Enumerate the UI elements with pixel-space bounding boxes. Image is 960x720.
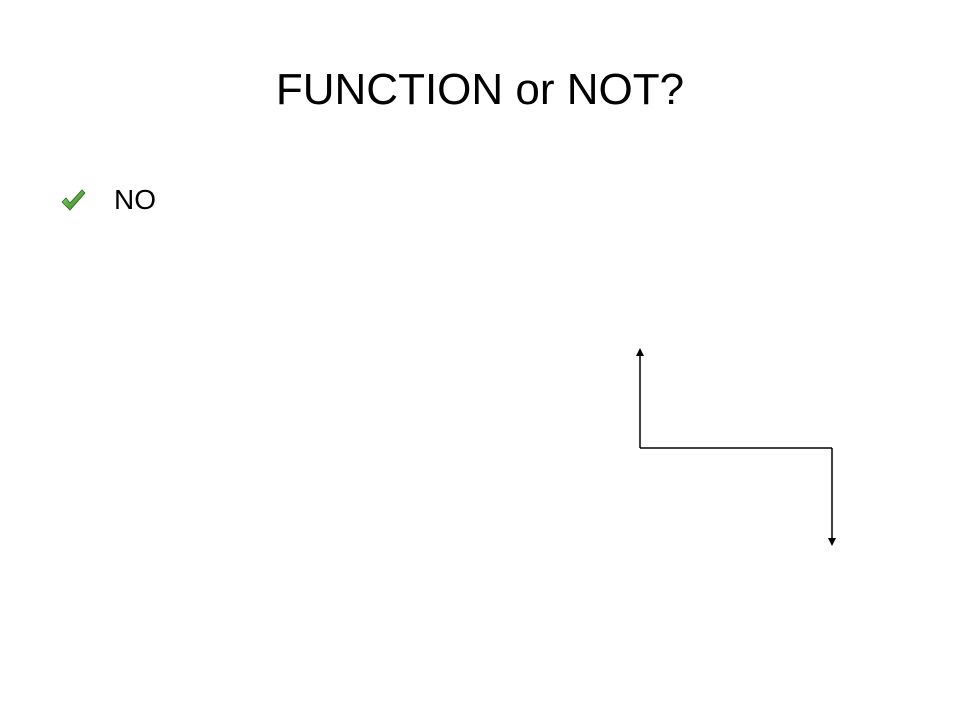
bullet-text: NO xyxy=(114,184,156,215)
bullet-item: NO xyxy=(60,180,156,220)
slide-title: FUNCTION or NOT? xyxy=(275,65,685,114)
checkmark-icon xyxy=(61,189,86,211)
